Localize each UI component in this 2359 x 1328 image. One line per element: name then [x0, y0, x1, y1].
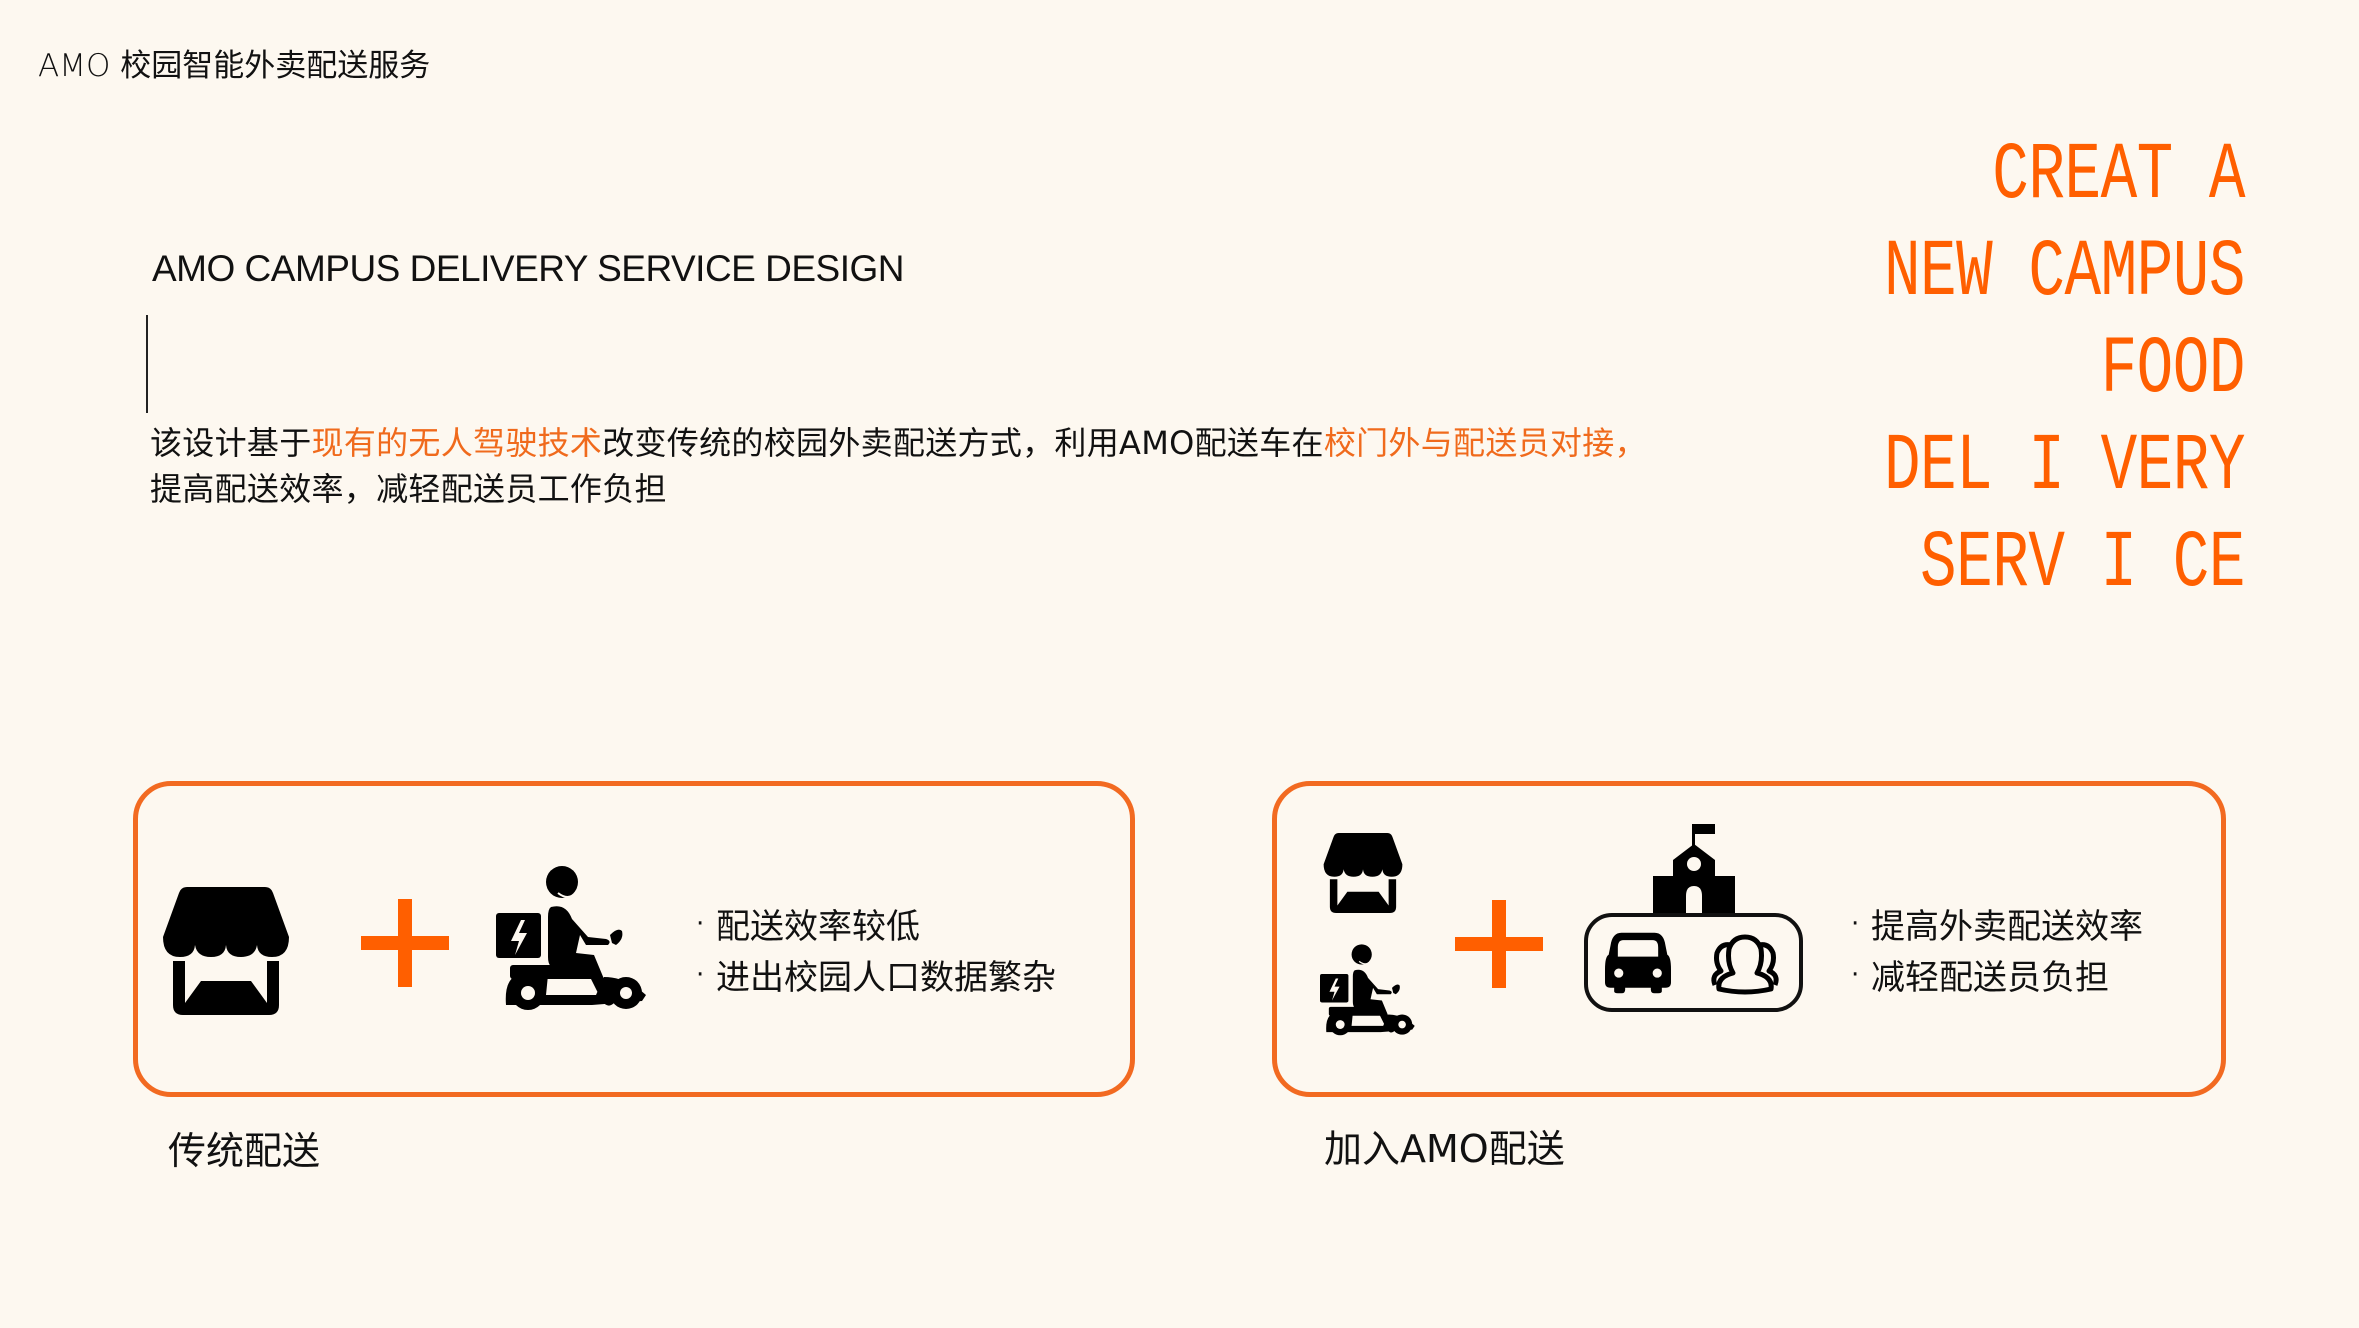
bullet-item: ·减轻配送员负担: [1851, 958, 2109, 998]
traditional-bullets: ·配送效率较低 ·进出校园人口数据繁杂: [696, 900, 1056, 1002]
traditional-delivery-card: [133, 781, 1135, 1097]
subtitle: AMO CAMPUS DELIVERY SERVICE DESIGN: [152, 248, 905, 289]
store-icon: [1320, 833, 1406, 913]
car-icon: [1605, 932, 1671, 994]
bullet-item: ·提高外卖配送效率: [1851, 907, 2143, 947]
school-icon: [1653, 824, 1735, 914]
description-text: 提高配送效率，减轻配送员工作负担: [150, 470, 667, 508]
amo-caption: 加入AMO配送: [1324, 1127, 1565, 1171]
delivery-scooter-icon: [1320, 942, 1416, 1037]
store-icon: [163, 887, 289, 1015]
description: 该设计基于现有的无人驾驶技术改变传统的校园外卖配送方式，利用AMO配送车在校门外…: [150, 420, 1790, 512]
amo-hub-box: [1584, 913, 1803, 1012]
headline-line: SERV I CE: [1920, 518, 2245, 611]
headline-line: CREAT A: [1992, 130, 2245, 223]
page-title: AMO 校园智能外卖配送服务: [38, 48, 431, 84]
headline-line: NEW CAMPUS: [1883, 227, 2246, 320]
amo-bullets: ·提高外卖配送效率 ·减轻配送员负担: [1851, 900, 2143, 1002]
bullet-item: ·配送效率较低: [696, 907, 920, 947]
plus-icon: [361, 899, 449, 987]
traditional-caption: 传统配送: [168, 1129, 321, 1173]
headline: CREAT A NEW CAMPUS FOOD DEL I VERY SERV …: [1883, 128, 2246, 613]
delivery-scooter-icon: [496, 865, 648, 1010]
bullet-item: ·进出校园人口数据繁杂: [696, 958, 1056, 998]
headline-line: FOOD: [2100, 324, 2246, 417]
vertical-divider: [146, 315, 148, 413]
amo-delivery-card: [1272, 781, 2226, 1097]
headline-line: DEL I VERY: [1883, 421, 2246, 514]
description-text: 改变传统的校园外卖配送方式，利用AMO配送车在: [602, 424, 1324, 462]
description-text: 该设计基于: [150, 424, 312, 462]
description-highlight: 校门外与配送员对接，: [1323, 424, 1647, 462]
people-group-icon: [1707, 933, 1783, 995]
description-highlight: 现有的无人驾驶技术: [311, 424, 603, 462]
plus-icon: [1455, 900, 1543, 988]
